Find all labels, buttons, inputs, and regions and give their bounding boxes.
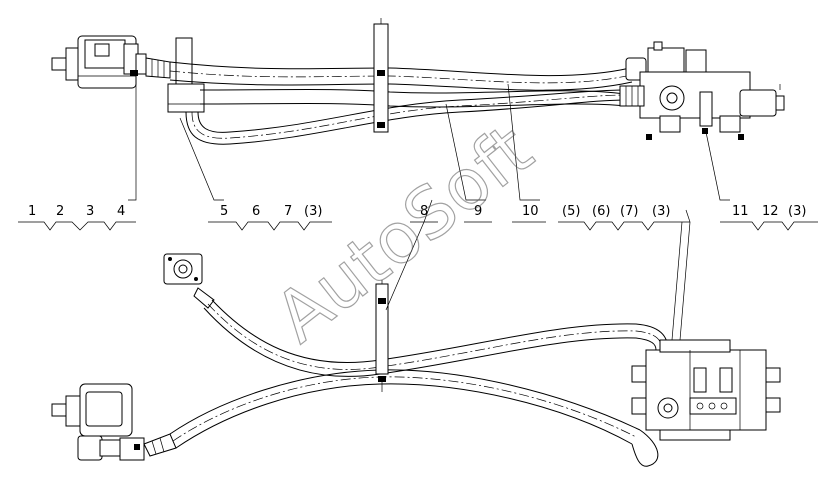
callout-3-paren: (3) (304, 204, 322, 219)
top-bracket-icon (373, 18, 389, 133)
bottom-pump-icon (51, 383, 145, 461)
callout-8-9: 8 9 (410, 204, 492, 223)
callout-5-paren: (5) (562, 204, 580, 219)
top-filter-block-icon (167, 37, 205, 113)
bottom-valve-block-icon (631, 339, 781, 441)
callout-3-paren-d: (3) (788, 204, 806, 219)
callout-9: 9 (474, 204, 482, 219)
callout-group-c: (5) (6) (7) (3) (558, 204, 690, 231)
callout-1: 1 (28, 204, 36, 219)
callout-7-paren: (7) (620, 204, 638, 219)
top-pump-icon (51, 35, 147, 89)
callout-10: 10 (512, 204, 546, 223)
bottom-hose-lower (169, 369, 659, 467)
top-hose-lower (185, 89, 627, 145)
callout-2: 2 (56, 204, 64, 219)
callout-3-paren-c: (3) (652, 204, 670, 219)
callout-5: 5 (220, 204, 228, 219)
callout-8: 8 (420, 204, 428, 219)
callout-6: 6 (252, 204, 260, 219)
bottom-bracket-icon (375, 280, 389, 392)
top-leaders (128, 83, 730, 201)
callout-11: 11 (732, 204, 749, 219)
top-hose-upper (169, 61, 633, 91)
callout-3: 3 (86, 204, 94, 219)
callout-6-paren: (6) (592, 204, 610, 219)
bottom-flange-icon (163, 253, 203, 285)
callout-7: 7 (284, 204, 292, 219)
bottom-hose-upper (193, 287, 669, 377)
watermark-logo: AutoSoft (260, 109, 547, 359)
top-hose-clamp-icon (145, 57, 171, 79)
top-valve-block-icon (619, 41, 785, 140)
callout-group-d: 11 12 (3) (720, 204, 818, 231)
callout-12: 12 (762, 204, 779, 219)
callout-group-a: 1 2 3 4 (18, 204, 136, 231)
bottom-hose-clamp-icon (143, 433, 177, 457)
callout-10-text: 10 (522, 204, 539, 219)
callout-4: 4 (117, 204, 125, 219)
callout-group-b: 5 6 7 (3) (208, 204, 332, 231)
